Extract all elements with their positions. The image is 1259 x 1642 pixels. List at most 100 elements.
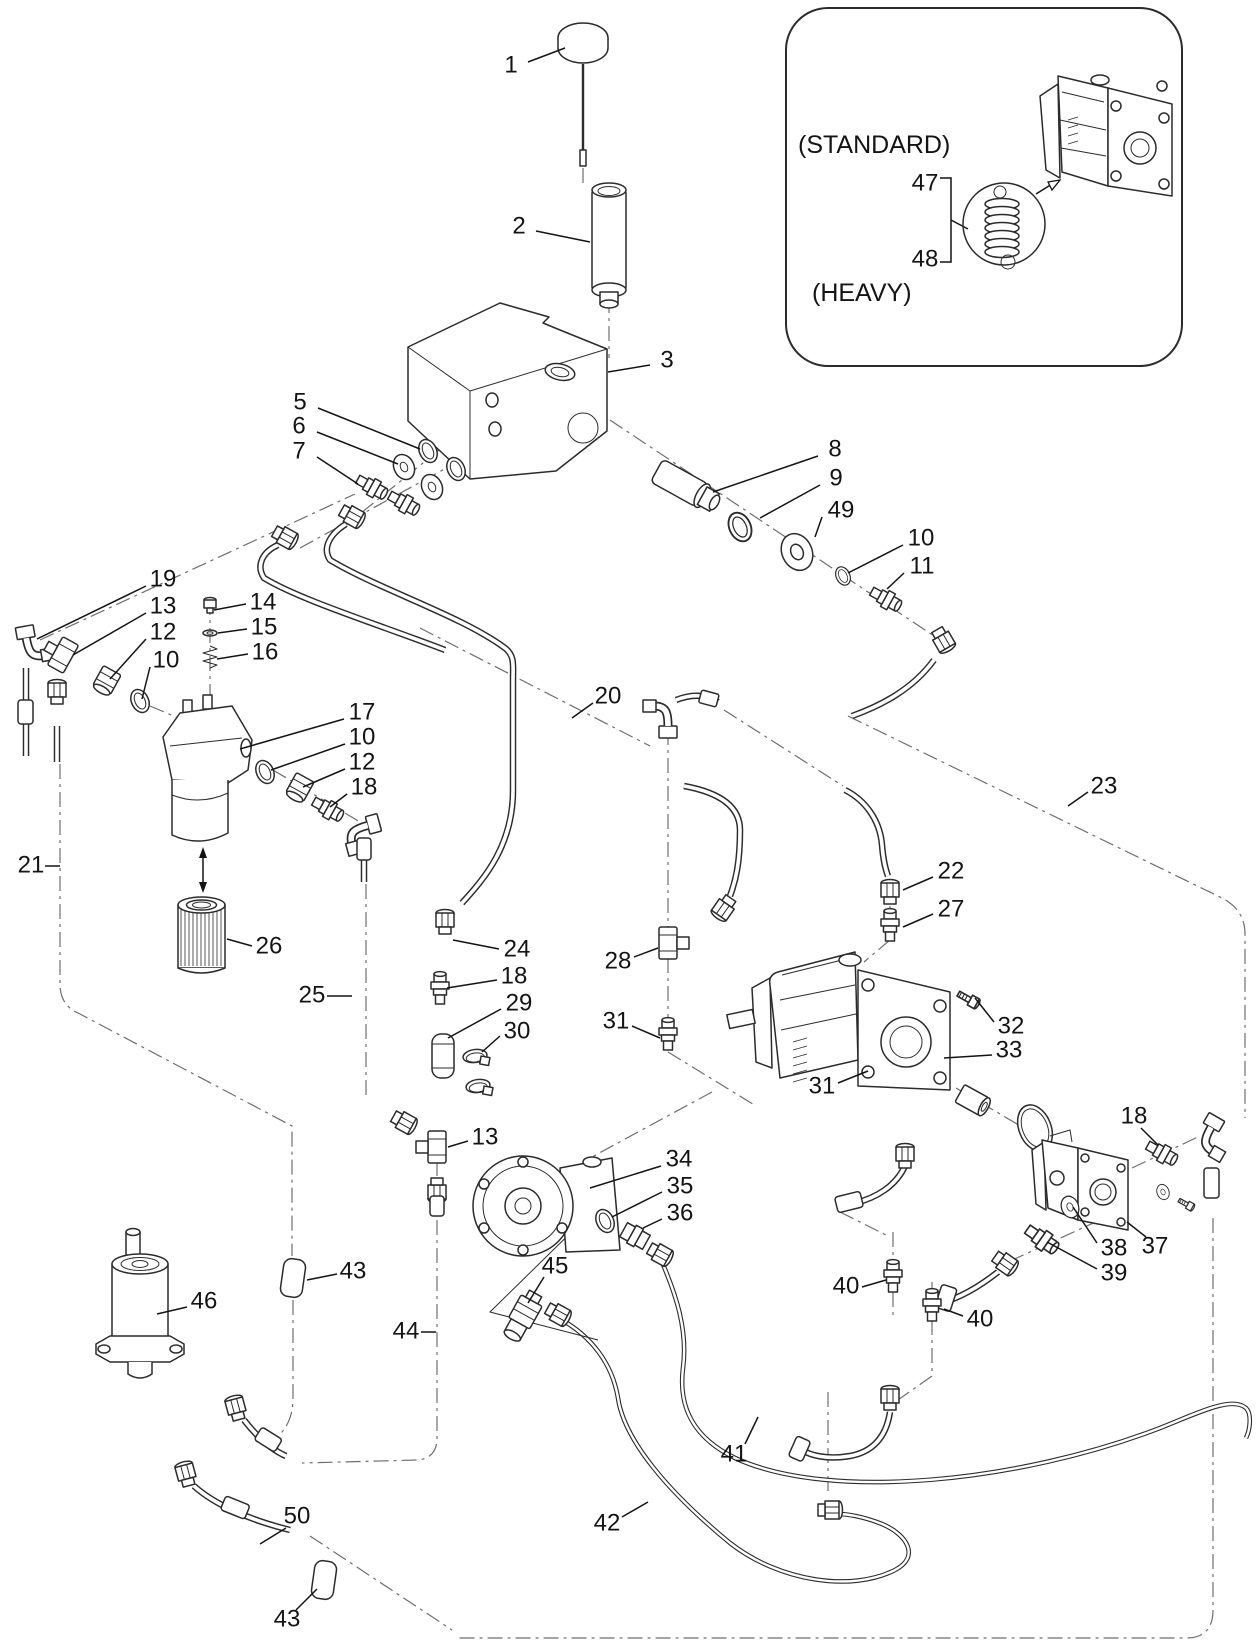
callout-leader-18 [329, 793, 348, 808]
callout-leader-14 [213, 603, 247, 611]
callout-leader-12 [109, 638, 147, 680]
callout-leader-13 [72, 612, 147, 656]
callout-7: 7 [292, 437, 305, 464]
callout-13: 13 [150, 592, 177, 619]
callout-28: 28 [605, 947, 632, 974]
callout-leader-42 [621, 1501, 649, 1518]
callout-27: 27 [938, 895, 965, 922]
callout-leader-13 [447, 1140, 469, 1148]
callout-20: 20 [595, 682, 622, 709]
callout-8: 8 [828, 435, 841, 462]
pump-inlet-chain [880, 878, 900, 942]
callout-leader-33 [943, 1054, 993, 1059]
callout-leader-5 [317, 407, 421, 450]
callout-17: 17 [349, 698, 376, 725]
callout-leader-32 [974, 997, 995, 1023]
callout-leader-43 [295, 1588, 318, 1611]
callout-leader-12 [302, 768, 346, 788]
callout-leader-46 [156, 1306, 188, 1315]
callout-40: 40 [967, 1305, 994, 1332]
callout-leader-17 [239, 718, 345, 750]
callout-22: 22 [938, 857, 965, 884]
callout-10: 10 [908, 524, 935, 551]
callout-leader-18 [1140, 1127, 1159, 1146]
callout-leader-9 [759, 484, 821, 519]
callout-13: 13 [472, 1123, 499, 1150]
callout-18: 18 [351, 773, 378, 800]
filter-element [177, 896, 226, 974]
callout-21: 21 [18, 851, 45, 878]
callout-44: 44 [393, 1317, 420, 1344]
callout-50: 50 [284, 1502, 311, 1529]
callout-35: 35 [667, 1172, 694, 1199]
callout-leader-15 [217, 628, 248, 634]
strainer-chain [651, 460, 958, 657]
filter-outlet-chain [251, 756, 385, 860]
callout-leader-37 [1126, 1221, 1147, 1238]
callout-30: 30 [504, 1017, 531, 1044]
callout-15: 15 [251, 613, 278, 640]
callout-leader-8 [712, 455, 819, 493]
callout-23: 23 [1091, 772, 1118, 799]
callout-2: 2 [512, 212, 525, 239]
callout-leader-22 [902, 876, 934, 891]
callout-25: 25 [299, 981, 326, 1008]
callout-19: 19 [150, 565, 177, 592]
callout-1: 1 [504, 51, 517, 78]
callout-26: 26 [256, 932, 283, 959]
callout-16: 16 [252, 638, 279, 665]
callout-leader-34 [589, 1165, 662, 1189]
callout-47: 47 [912, 169, 939, 196]
hose-sleeve-43b [309, 1558, 339, 1602]
tandem-pump [726, 951, 983, 1091]
callout-leader-20 [571, 702, 594, 719]
callout-leader-31 [631, 1025, 661, 1039]
callout-24: 24 [504, 935, 531, 962]
callout-leader-7 [316, 456, 359, 485]
callout-leader-36 [642, 1218, 663, 1229]
callout-leader-29 [447, 1008, 502, 1039]
callout-leader-3 [607, 364, 651, 373]
callout-leader-16 [216, 653, 249, 660]
lift-motor [95, 1227, 185, 1379]
callout-leader-39 [1046, 1241, 1098, 1270]
callout-37: 37 [1142, 1232, 1169, 1259]
valve-chain [430, 908, 495, 1100]
callout-40: 40 [833, 1272, 860, 1299]
callout-leader-1 [527, 47, 566, 63]
callout-32: 32 [998, 1012, 1025, 1039]
callout-11: 11 [910, 552, 935, 579]
callout-41: 41 [721, 1440, 748, 1467]
callout-10: 10 [349, 723, 376, 750]
inset-heavy-label: (HEAVY) [812, 279, 912, 307]
hoses-and-tubes [22, 521, 1253, 1584]
tee-28-chain [658, 892, 880, 1085]
wheel-motor [472, 1155, 677, 1269]
callout-33: 33 [996, 1036, 1023, 1063]
callout-leader-40 [943, 1308, 964, 1317]
callout-3: 3 [660, 346, 673, 373]
fittings-40 [834, 1142, 942, 1322]
inset-standard-label: (STANDARD) [798, 131, 950, 159]
callout-49: 49 [828, 496, 855, 523]
callout-leader-10 [141, 666, 151, 700]
callout-leader-19 [36, 585, 147, 640]
callout-leader-30 [481, 1035, 501, 1053]
dipstick-cap [557, 22, 609, 167]
callout-leader-10 [270, 743, 346, 771]
hydraulic-tank [407, 302, 608, 480]
callout-18: 18 [1121, 1102, 1148, 1129]
elbow-20 [643, 689, 720, 738]
callout-leader-23 [1067, 791, 1089, 807]
callout-5: 5 [293, 388, 306, 415]
oil-filter-assembly [162, 694, 253, 893]
callout-leader-24 [452, 939, 500, 950]
callout-leader-18 [446, 979, 498, 989]
callout-leader-41 [744, 1416, 759, 1445]
gear-pump [934, 1112, 1239, 1312]
callout-45: 45 [542, 1252, 569, 1279]
callout-leader-2 [535, 230, 591, 243]
callout-12: 12 [349, 748, 376, 775]
